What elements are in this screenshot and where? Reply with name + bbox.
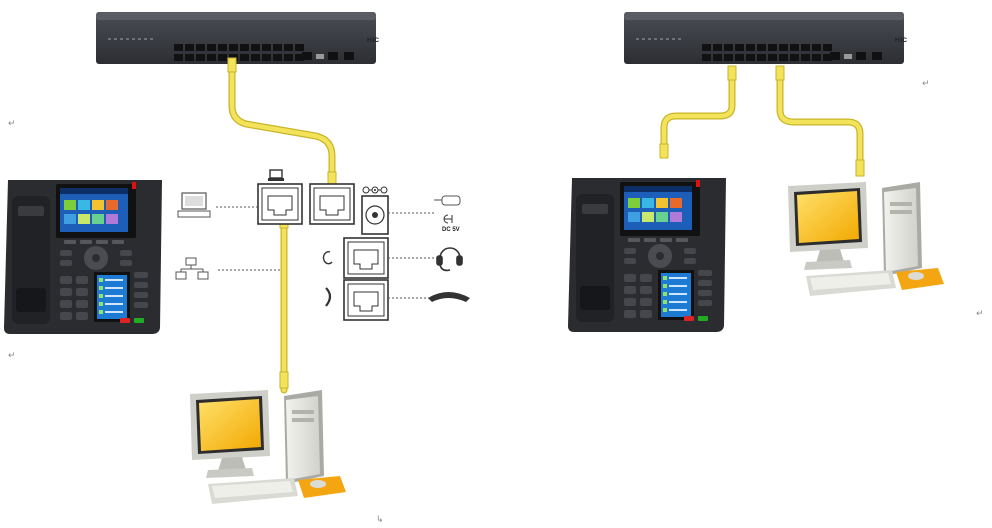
power-spec-label: DC 5V xyxy=(442,227,460,233)
corner-mark: ↳ xyxy=(376,515,384,525)
power-adapter-icon xyxy=(434,195,461,224)
paragraph-mark: ↵ xyxy=(922,79,930,89)
rj45-plug xyxy=(659,143,669,159)
handset-port xyxy=(343,279,389,321)
rj45-plug xyxy=(775,65,785,81)
ethernet-switch-icon xyxy=(624,12,904,64)
rj45-plug xyxy=(227,57,237,73)
network-icon xyxy=(175,257,209,280)
leader-lines xyxy=(216,206,434,299)
switch-brand-label: H3C xyxy=(895,38,908,44)
phone-port-panel xyxy=(257,183,389,321)
ip-phone-icon xyxy=(568,178,726,332)
switch-brand-label: H3C xyxy=(367,38,380,44)
paragraph-mark: ↵ xyxy=(8,351,16,361)
paragraph-mark: ↵ xyxy=(8,119,16,129)
handset-port-icon xyxy=(325,287,332,307)
cable-switch-to-pc xyxy=(776,66,864,172)
ethernet-switch-icon xyxy=(96,12,376,64)
laptop-icon xyxy=(268,169,284,181)
power-polarity-icon xyxy=(362,186,388,194)
paragraph-mark: ↵ xyxy=(976,309,984,319)
computer-icon xyxy=(190,390,346,504)
rj45-plug xyxy=(855,159,865,177)
headset-port xyxy=(343,237,389,279)
computer-icon xyxy=(177,192,211,218)
rj45-plug xyxy=(727,65,737,81)
handset-icon xyxy=(428,292,470,302)
pc-port xyxy=(257,183,303,225)
headset-icon xyxy=(436,247,463,272)
ip-phone-icon xyxy=(4,180,162,334)
internet-port xyxy=(309,183,355,225)
rj45-plug xyxy=(279,371,289,389)
computer-icon xyxy=(788,182,944,296)
cable-switch-to-phone xyxy=(228,66,336,188)
cable-switch-to-phone xyxy=(660,66,736,154)
headset-port-icon xyxy=(322,251,333,265)
